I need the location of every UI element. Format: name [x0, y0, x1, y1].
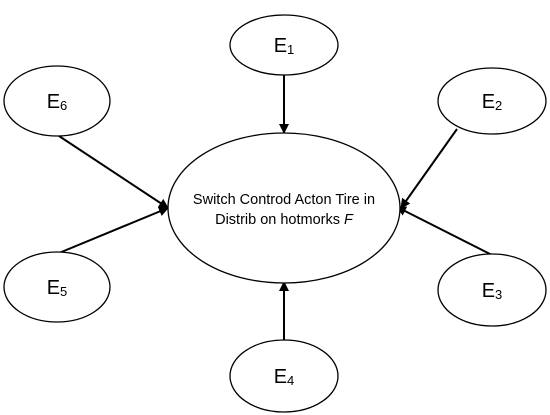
center-label-symbol: F [344, 212, 354, 228]
center-node: Switch Controd Acton Tire in Distrib on … [167, 132, 401, 284]
node-e5: E5 [3, 251, 111, 323]
node-e6-label: E6 [47, 91, 68, 113]
edge-e3-to-center [396, 206, 493, 256]
node-e4: E4 [229, 339, 339, 413]
center-label-line1: Switch Controd Acton Tire in [193, 192, 375, 208]
node-e4-label: E4 [274, 366, 295, 388]
node-e5-label: E5 [47, 277, 68, 299]
node-e2: E2 [437, 67, 547, 135]
node-e3: E3 [437, 253, 547, 327]
edge-e2-to-center [400, 128, 458, 209]
edge-e6-to-center [58, 135, 169, 209]
node-e1: E1 [229, 14, 339, 76]
edge-e5-to-center [58, 206, 169, 254]
center-label-line2: Distrib on hotmorks F [215, 212, 354, 228]
node-e1-label: E1 [274, 35, 295, 57]
node-e3-label: E3 [482, 280, 503, 302]
node-e2-label: E2 [482, 91, 503, 113]
center-label-line2-text: Distrib on hotmorks [215, 212, 340, 228]
node-e6: E6 [3, 65, 111, 137]
